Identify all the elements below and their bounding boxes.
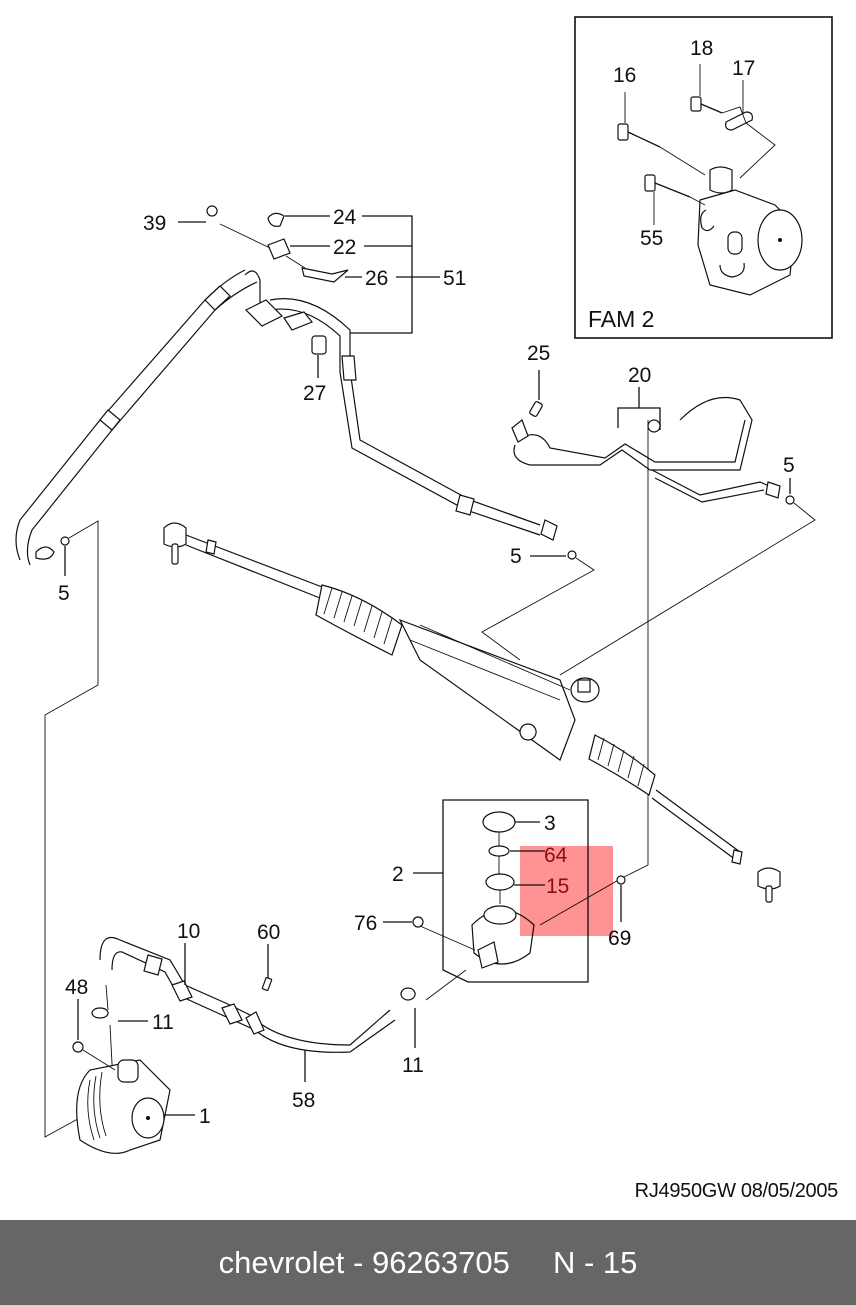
callout-11-right: 11 <box>402 1054 424 1077</box>
callout-18: 18 <box>690 37 713 60</box>
parts-diagram: 16 18 17 55 FAM 2 39 24 22 26 51 27 <box>15 16 833 1154</box>
callout-10: 10 <box>177 920 200 943</box>
highlight-box <box>520 846 613 936</box>
callout-22: 22 <box>333 236 356 259</box>
inset-label: FAM 2 <box>588 306 654 332</box>
callout-60: 60 <box>257 921 280 944</box>
pump-bracket-illustration <box>697 166 803 296</box>
callout-76: 76 <box>354 912 377 935</box>
callout-24: 24 <box>333 206 357 229</box>
callout-3: 3 <box>544 812 556 835</box>
callout-27: 27 <box>303 382 326 405</box>
callout-55: 55 <box>640 227 663 250</box>
gasket-17 <box>721 106 776 179</box>
footer-brand: chevrolet <box>218 1244 345 1280</box>
footer-part-number: 96263705 <box>371 1244 510 1280</box>
callout-11-left: 11 <box>152 1011 174 1034</box>
callout-2: 2 <box>392 863 404 886</box>
callout-69: 69 <box>608 927 631 950</box>
callout-20: 20 <box>628 364 651 387</box>
callout-26: 26 <box>365 267 388 290</box>
pressure-hose <box>15 269 558 566</box>
callout-5-right: 5 <box>783 454 795 477</box>
footer-separator: - <box>344 1244 372 1280</box>
callout-5-left: 5 <box>58 582 70 605</box>
return-lines <box>511 396 781 503</box>
callout-25: 25 <box>527 342 550 365</box>
footer-page: N - 15 <box>552 1244 638 1280</box>
power-steering-pump <box>72 1041 171 1154</box>
steering-rack <box>163 522 781 903</box>
reservoir-assembly <box>419 799 623 1001</box>
callout-17: 17 <box>732 57 755 80</box>
bolt-18 <box>690 96 723 114</box>
footer-bar: chevrolet - 96263705 N - 15 <box>0 1220 856 1305</box>
callout-1: 1 <box>199 1105 211 1128</box>
inset-fam2: 16 18 17 55 FAM 2 <box>574 16 833 339</box>
callout-39: 39 <box>143 212 166 235</box>
bolt-55 <box>644 174 706 206</box>
bolt-16 <box>617 123 706 176</box>
callout-51: 51 <box>443 267 466 290</box>
callout-48: 48 <box>65 976 88 999</box>
footer-gap <box>510 1245 553 1281</box>
callout-58: 58 <box>292 1089 315 1112</box>
bracket-parts <box>206 205 349 355</box>
callout-5-mid: 5 <box>510 545 522 568</box>
document-reference: RJ4950GW 08/05/2005 <box>634 1180 839 1202</box>
callout-16: 16 <box>613 64 636 87</box>
suction-hose <box>91 936 416 1141</box>
